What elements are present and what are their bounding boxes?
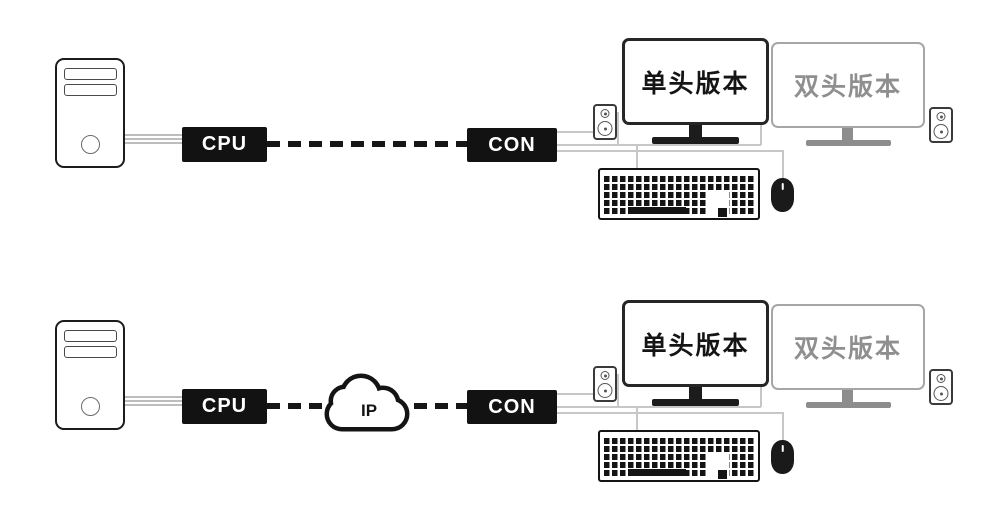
- cpu-extender-box: CPU: [182, 127, 267, 162]
- monitor-stand-base: [806, 140, 891, 146]
- mouse-cable: [782, 150, 784, 179]
- speaker-icon: [593, 104, 617, 140]
- keyboard-cable: [636, 407, 638, 431]
- mouse-icon: [771, 178, 794, 212]
- row-link-over-ip: CPU IP CON 单头版: [0, 292, 989, 502]
- monitor-stand: [842, 128, 853, 140]
- console-cable: [557, 412, 783, 414]
- monitor-dual-head: 双头版本: [771, 42, 925, 128]
- speaker-cable: [557, 131, 595, 133]
- pc-cable: [125, 400, 183, 402]
- con-extender-box: CON: [467, 128, 557, 162]
- speaker-woofer: [597, 383, 613, 398]
- keyboard-arrow-key: [718, 208, 727, 217]
- speaker-woofer: [597, 121, 613, 136]
- pc-cable: [125, 142, 183, 144]
- speaker-cable: [557, 393, 595, 395]
- mouse-icon: [771, 440, 794, 474]
- mouse-cable: [782, 412, 784, 441]
- cpu-extender-box: CPU: [182, 389, 267, 424]
- pc-cable: [125, 138, 183, 140]
- console-cable: [557, 144, 761, 146]
- monitor-stand: [689, 387, 702, 399]
- monitor-cable: [760, 118, 762, 145]
- computer-tower-icon: [55, 58, 125, 168]
- monitor-cable: [760, 380, 762, 407]
- monitor-stand: [689, 125, 702, 137]
- ip-cloud-label: IP: [361, 401, 377, 420]
- speaker-tweeter: [600, 109, 610, 118]
- power-button-icon: [81, 135, 100, 154]
- monitor-dual-label: 双头版本: [793, 73, 902, 101]
- pc-cable: [125, 134, 183, 136]
- speaker-tweeter: [936, 112, 946, 121]
- speaker-tweeter: [936, 374, 946, 383]
- con-extender-label: CON: [488, 133, 536, 156]
- drive-bay-icon: [64, 68, 117, 80]
- monitor-cable: [617, 112, 619, 145]
- cpu-extender-label: CPU: [201, 395, 248, 417]
- speaker-tweeter: [600, 371, 610, 380]
- keyboard-cable: [636, 145, 638, 169]
- monitor-stand-base: [652, 137, 739, 144]
- monitor-single-head: 单头版本: [622, 300, 769, 387]
- computer-tower-icon: [55, 320, 125, 430]
- monitor-single-head: 单头版本: [622, 38, 769, 125]
- drive-bay-icon: [64, 330, 117, 342]
- keyboard-spacebar: [628, 469, 686, 476]
- speaker-icon: [593, 366, 617, 402]
- monitor-dual-head: 双头版本: [771, 304, 925, 390]
- monitor-stand-base: [806, 402, 891, 408]
- power-button-icon: [81, 397, 100, 416]
- monitor-single-label: 单头版本: [641, 69, 750, 98]
- drive-bay-icon: [64, 84, 117, 96]
- monitor-cable: [617, 374, 619, 407]
- speaker-woofer: [933, 124, 949, 139]
- row-direct-link: CPU CON 单头版本 双头版本: [0, 30, 989, 240]
- keyboard-icon: [598, 168, 760, 220]
- keyboard-icon: [598, 430, 760, 482]
- keyboard-arrow-key: [718, 470, 727, 479]
- con-extender-label: CON: [488, 395, 536, 418]
- monitor-single-label: 单头版本: [641, 331, 750, 360]
- console-cable: [557, 406, 761, 408]
- keyboard-spacebar: [628, 207, 686, 214]
- dashed-link-line: [267, 141, 467, 147]
- speaker-icon: [929, 369, 953, 405]
- keyboard-keys: [604, 436, 754, 479]
- monitor-stand-base: [652, 399, 739, 406]
- speaker-icon: [929, 107, 953, 143]
- console-cable: [557, 150, 783, 152]
- pc-cable: [125, 396, 183, 398]
- pc-cable: [125, 404, 183, 406]
- cpu-extender-label: CPU: [201, 133, 248, 155]
- ip-network-cloud-icon: IP: [324, 373, 410, 432]
- speaker-woofer: [933, 386, 949, 401]
- keyboard-keys: [604, 174, 754, 217]
- monitor-stand: [842, 390, 853, 402]
- monitor-dual-label: 双头版本: [793, 335, 902, 363]
- con-extender-box: CON: [467, 390, 557, 424]
- drive-bay-icon: [64, 346, 117, 358]
